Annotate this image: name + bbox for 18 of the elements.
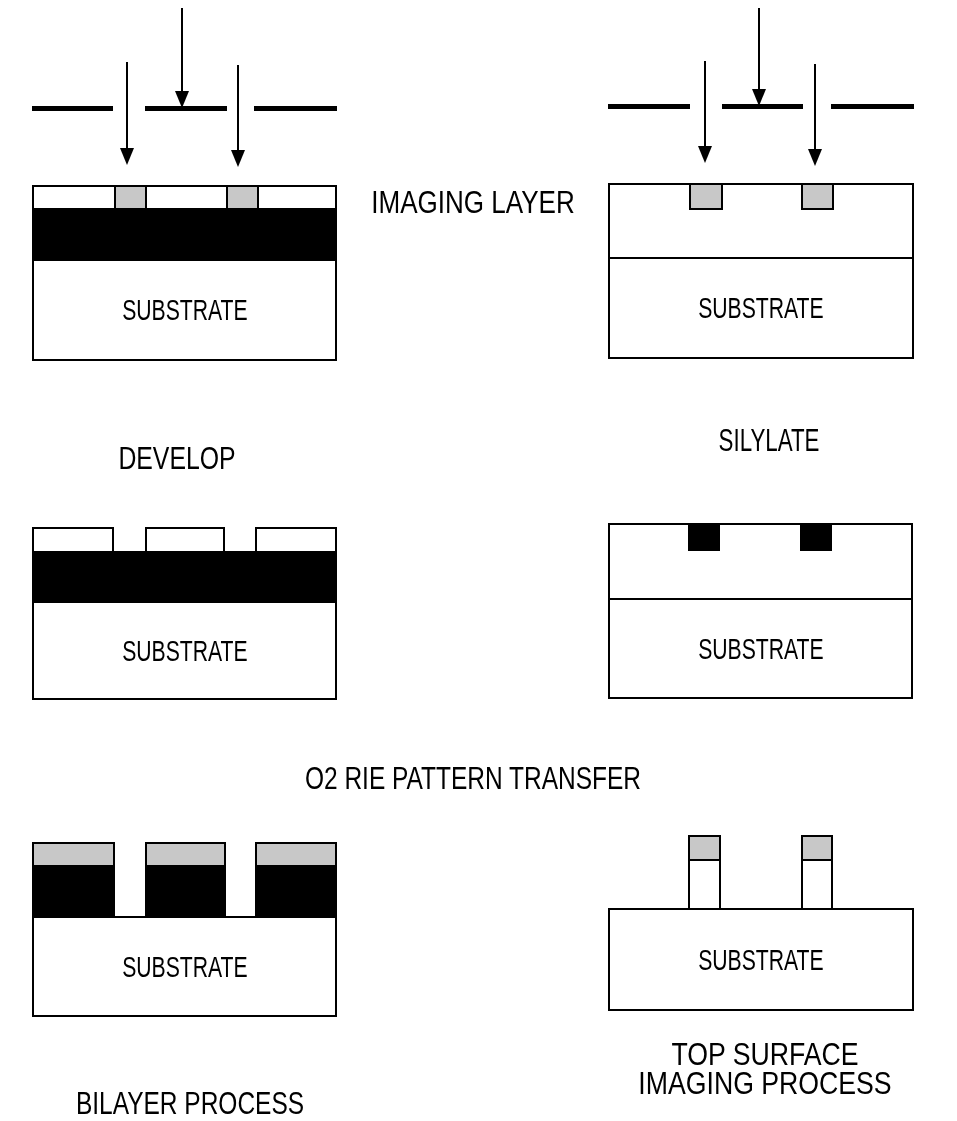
substrate-layer — [32, 601, 337, 700]
substrate-label: SUBSTRATE — [697, 633, 824, 664]
substrate-layer — [608, 598, 913, 699]
substrate-layer — [608, 257, 914, 359]
substrate-label: SUBSTRATE — [698, 293, 824, 323]
substrate-label: SUBSTRATE — [121, 951, 248, 982]
substrate-layer — [608, 908, 914, 1011]
process-title: BILAYER PROCESS — [75, 1087, 305, 1121]
process-title: TOP SURFACE IMAGING PROCESS — [637, 1040, 893, 1098]
step-label: SILYLATE — [718, 424, 820, 458]
step-label: DEVELOP — [118, 442, 236, 476]
substrate-label: SUBSTRATE — [698, 944, 824, 975]
layer-label: IMAGING LAYER — [371, 186, 575, 220]
substrate-label: SUBSTRATE — [121, 295, 248, 325]
substrate-layer — [32, 259, 337, 361]
substrate-layer — [32, 916, 337, 1017]
substrate-label: SUBSTRATE — [121, 635, 248, 666]
step-label: O2 RIE PATTERN TRANSFER — [304, 762, 642, 796]
